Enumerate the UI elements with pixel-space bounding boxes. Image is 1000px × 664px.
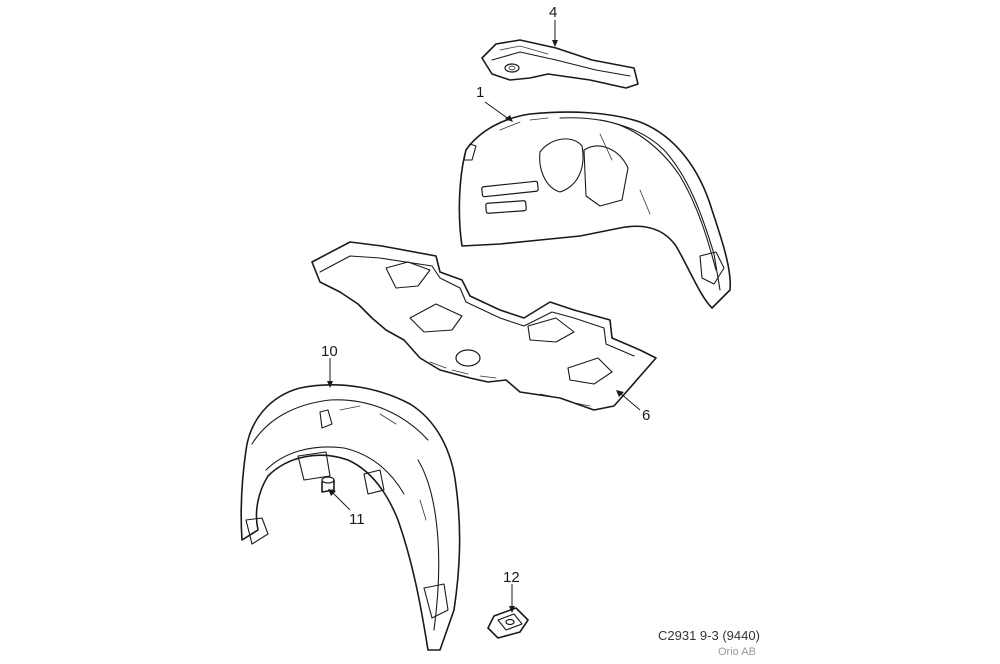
callout-11: 11 bbox=[349, 511, 365, 528]
callout-4: 4 bbox=[549, 4, 557, 21]
part-10-wheel-liner bbox=[240, 384, 461, 651]
part-1-wheel-housing bbox=[458, 111, 732, 309]
callout-12: 12 bbox=[503, 569, 520, 586]
part-12-speed-nut bbox=[487, 607, 529, 639]
diagram-code: C2931 9-3 (9440) bbox=[658, 628, 760, 643]
part-4-bracket bbox=[481, 39, 639, 89]
callout-1: 1 bbox=[476, 84, 484, 101]
company-name: Orio AB bbox=[718, 646, 756, 658]
callout-10: 10 bbox=[321, 343, 338, 360]
callout-6: 6 bbox=[642, 407, 650, 424]
part-6-floor-mat bbox=[311, 241, 657, 411]
leader-lines bbox=[327, 20, 641, 613]
part-11-clip bbox=[321, 476, 335, 493]
